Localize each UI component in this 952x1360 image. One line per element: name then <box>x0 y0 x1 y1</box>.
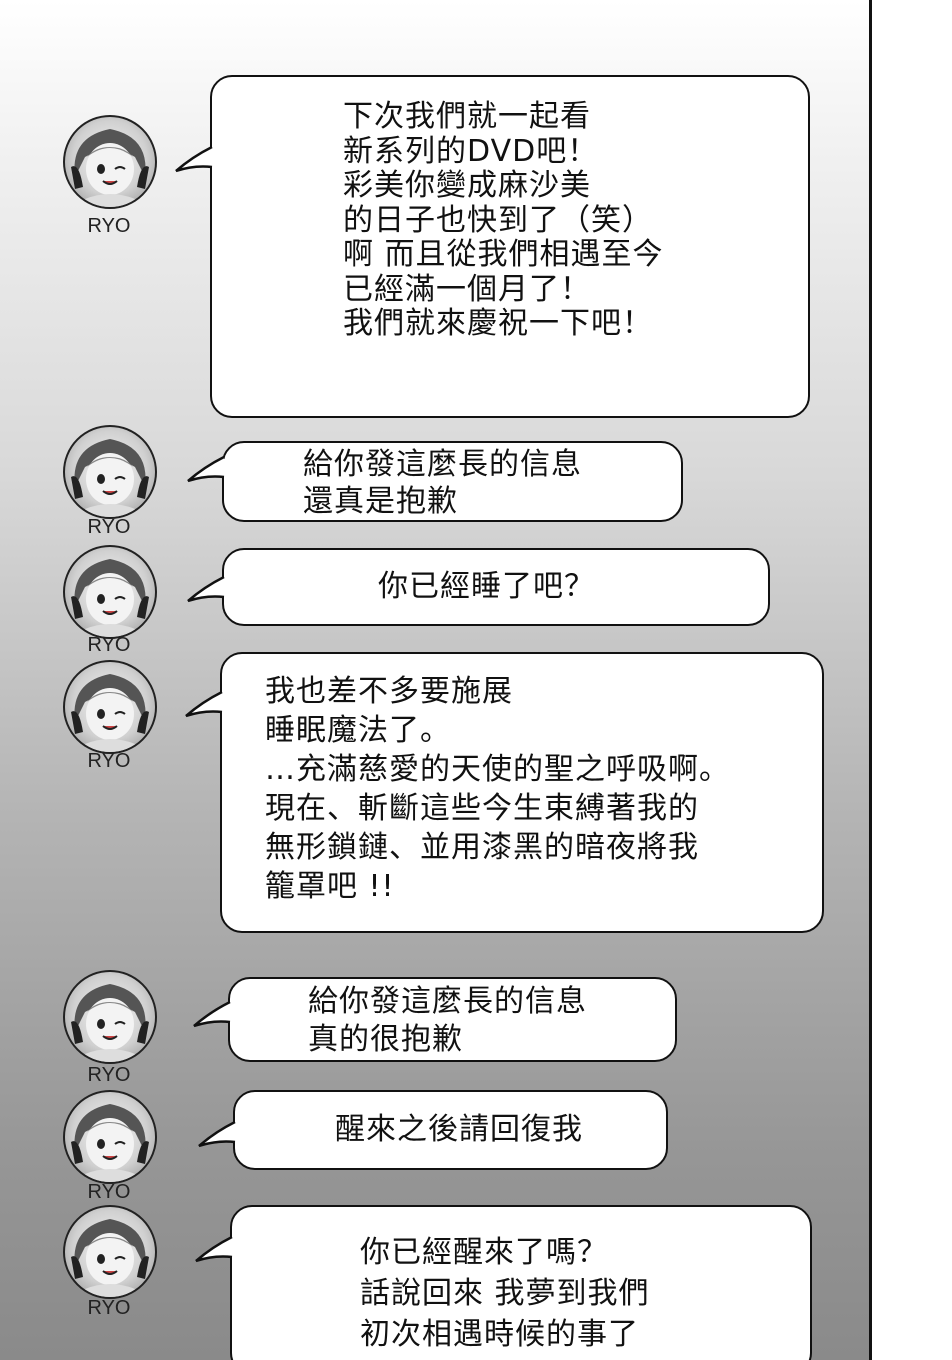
message-line: 我們就來慶祝一下吧！ <box>343 306 653 341</box>
avatar[interactable] <box>63 1205 157 1299</box>
message-line: 話說回來 我夢到我們 <box>360 1276 650 1311</box>
message-line: 籠罩吧 !! <box>265 869 395 904</box>
message-bubble <box>233 1090 668 1170</box>
sender-name: RYO <box>87 634 131 656</box>
message-line: 的日子也快到了（笑） <box>343 202 653 238</box>
message-text: 醒來之後請回復我 <box>335 1112 583 1148</box>
avatar[interactable] <box>63 1090 157 1184</box>
message-text: 你已經醒來了嗎？ 話說回來 我夢到我們初次相遇時候的事了 <box>360 1232 650 1355</box>
message-text: 下次我們就一起看新系列的DVD吧！彩美你變成麻沙美的日子也快到了（笑）啊 而且從… <box>343 99 664 342</box>
avatar[interactable] <box>63 425 157 519</box>
sender-name: RYO <box>87 1064 131 1086</box>
message-line: 真的很抱歉 <box>308 1022 463 1057</box>
bubble-tail <box>187 455 229 483</box>
avatar[interactable] <box>63 660 157 754</box>
message-line: 新系列的DVD吧！ <box>343 133 599 169</box>
message-line: 下次我們就一起看 <box>343 99 591 134</box>
avatar[interactable] <box>63 115 157 209</box>
message-line: 給你發這麼長的信息 <box>303 447 582 482</box>
message-text: 給你發這麼長的信息還真是抱歉 <box>303 446 582 520</box>
message-bubble <box>222 441 683 522</box>
message-bubble <box>220 652 824 933</box>
bubble-tail <box>198 1120 240 1148</box>
message-line: 彩美你變成麻沙美 <box>343 168 591 203</box>
message-text: 給你發這麼長的信息真的很抱歉 <box>308 983 587 1059</box>
message-line: 你已經睡了吧？ <box>378 569 595 604</box>
sender-name: RYO <box>87 1297 131 1319</box>
message-line: 初次相遇時候的事了 <box>360 1317 639 1352</box>
message-line: 給你發這麼長的信息 <box>308 984 587 1019</box>
sender-name: RYO <box>87 215 131 237</box>
message-line: 已經滿一個月了！ <box>343 271 591 307</box>
sender-name: RYO <box>87 516 131 538</box>
bubble-tail <box>187 575 229 603</box>
message-line: 我也差不多要施展 <box>265 674 513 709</box>
bubble-tail <box>195 1235 237 1263</box>
bubble-tail <box>193 1000 235 1028</box>
avatar[interactable] <box>63 545 157 639</box>
message-line: 還真是抱歉 <box>303 484 458 519</box>
sender-name: RYO <box>87 750 131 772</box>
message-line: 啊 而且從我們相遇至今 <box>343 237 664 272</box>
message-line: 睡眠魔法了。 <box>265 713 451 748</box>
message-line: 現在、斬斷這些今生束縛著我的 <box>265 791 699 826</box>
message-bubble <box>210 75 810 418</box>
avatar[interactable] <box>63 970 157 1064</box>
message-bubble <box>228 977 677 1062</box>
bubble-tail <box>185 690 227 718</box>
manga-panel: RYO 下次我們就一起看新系列的DVD吧！彩美你變成麻沙美的日子也快到了（笑）啊 … <box>0 0 872 1360</box>
message-bubble <box>222 548 770 626</box>
sender-name: RYO <box>87 1181 131 1203</box>
message-text: 我也差不多要施展睡眠魔法了。 …充滿慈愛的天使的聖之呼吸啊。現在、斬斷這些今生束縛… <box>265 672 730 906</box>
message-line: 無形鎖鏈、並用漆黑的暗夜將我 <box>265 830 699 865</box>
message-bubble <box>230 1205 812 1360</box>
bubble-tail <box>175 145 217 173</box>
message-line: 你已經醒來了嗎？ <box>360 1235 608 1270</box>
message-text: 你已經睡了吧？ <box>378 569 595 605</box>
message-line: 醒來之後請回復我 <box>335 1112 583 1147</box>
message-line: …充滿慈愛的天使的聖之呼吸啊。 <box>265 752 730 787</box>
